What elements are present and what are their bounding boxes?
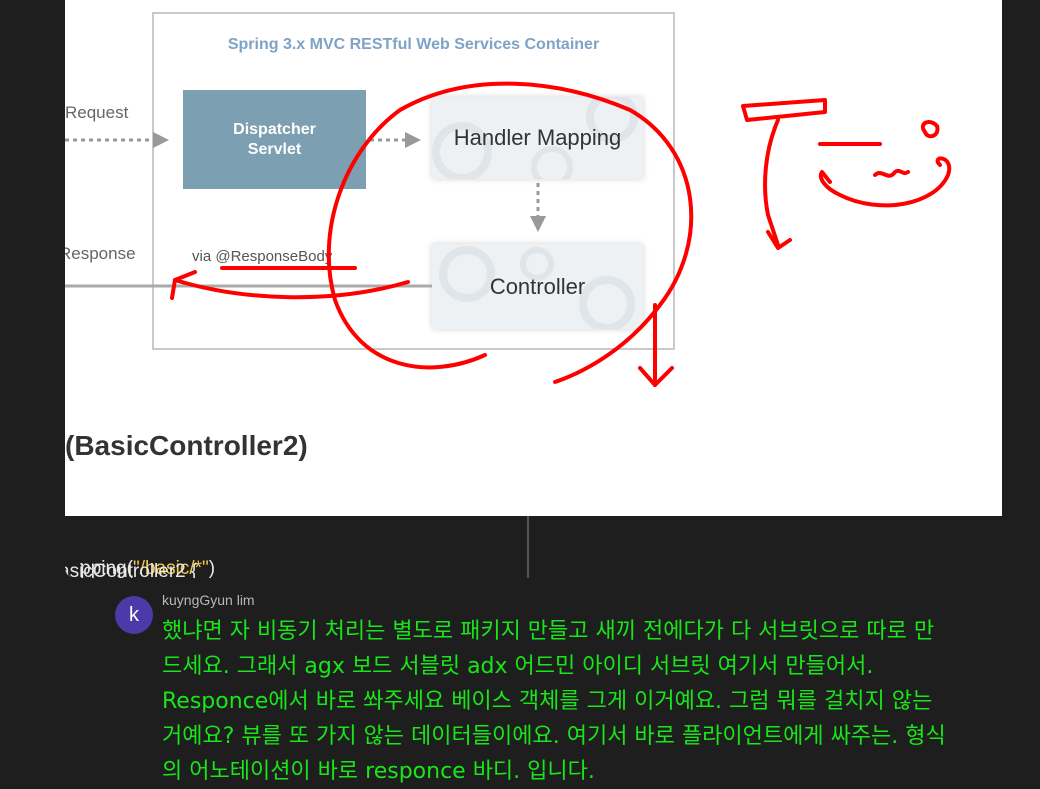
lecture-slide: Spring 3.x MVC RESTful Web Services Cont…	[65, 0, 1002, 516]
code-line: asicController2 {	[65, 561, 198, 578]
message-text: 했냐면 자 비동기 처리는 별도로 패키지 만들고 새끼 전에다가 다 서브릿으…	[162, 619, 946, 784]
pane-divider	[527, 516, 529, 578]
response-label: Response	[65, 244, 136, 263]
via-responsebody-label: via @ResponseBody	[192, 248, 333, 265]
author-name[interactable]: kuyngGyun lim	[162, 592, 255, 608]
avatar[interactable]: k	[115, 596, 153, 634]
code-editor-pane: pping("/basic/*") asicController2 {	[65, 516, 1002, 578]
chat-message: k kuyngGyun lim 했냐면 자 비동기 처리는 별도로 패키지 만들…	[0, 578, 1040, 789]
request-label: Request	[65, 103, 129, 122]
container-title: Spring 3.x MVC RESTful Web Services Cont…	[227, 36, 600, 53]
code-line: pping("/basic/*")	[80, 558, 216, 578]
section-heading: (BasicController2)	[65, 430, 308, 461]
